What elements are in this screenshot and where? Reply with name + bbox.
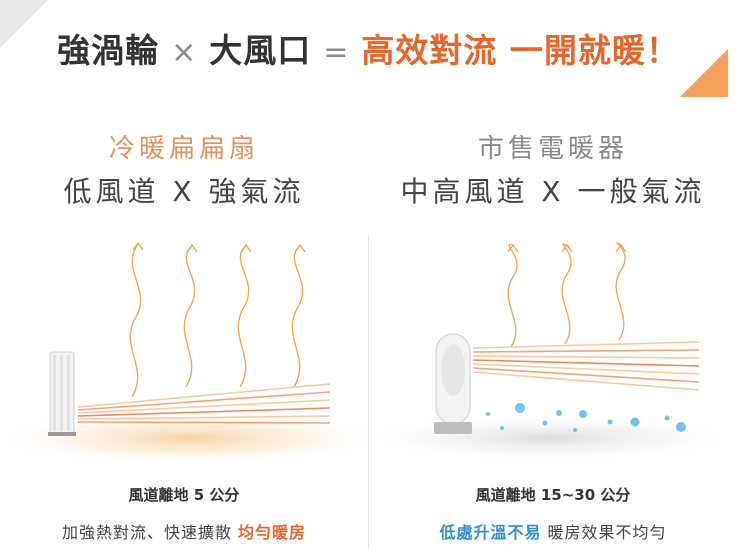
low-airflow-lines xyxy=(77,383,331,424)
flat-fan-device xyxy=(48,351,76,436)
mid-airflow-lines xyxy=(472,341,700,391)
headline-turbo: 強渦輪 xyxy=(57,31,160,70)
panel-divider xyxy=(368,235,369,550)
flat-fan-vent-height: 風道離地 5 公分 xyxy=(128,486,240,504)
headline-equals-sign: = xyxy=(323,35,350,70)
headline-times-sign: × xyxy=(171,35,198,70)
flat-fan-illustration xyxy=(0,241,368,464)
corner-decoration-orange xyxy=(680,49,728,97)
market-heater-drawback-text: 暖房效果不均勻 xyxy=(547,523,667,542)
panel-flat-fan: 冷暖扁扁扇 低風道 X 強氣流 xyxy=(0,112,368,552)
flat-fan-airflow: 低風道 X 強氣流 xyxy=(63,175,305,208)
flat-fan-benefit-highlight: 均勻暖房 xyxy=(238,523,307,542)
market-heater-illustration xyxy=(369,242,729,460)
heat-wave-arrows xyxy=(507,242,627,348)
flat-fan-benefit: 加強熱對流、快速擴散 均勻暖房 xyxy=(0,519,368,543)
cold-air-bubbles xyxy=(486,403,686,432)
market-heater-vent-height: 風道離地 15~30 公分 xyxy=(475,486,631,504)
headline: 強渦輪 × 大風口 = 高效對流 一開就暖！ xyxy=(0,24,737,72)
market-heater-airflow: 中高風道 X 一般氣流 xyxy=(400,175,706,208)
warm-floor-glow xyxy=(0,412,368,464)
cool-floor-shadow xyxy=(369,416,729,460)
flat-fan-benefit-text: 加強熱對流、快速擴散 xyxy=(61,523,232,542)
headline-large-vent: 大風口 xyxy=(209,31,312,70)
market-heater-device xyxy=(434,333,472,434)
headline-result: 高效對流 一開就暖！ xyxy=(361,31,680,70)
panel-market-heater: 市售電暖器 中高風道 X 一般氣流 xyxy=(369,112,737,552)
market-heater-drawback-highlight: 低處升溫不易 xyxy=(439,523,542,542)
heat-wave-arrows xyxy=(129,241,306,398)
market-heater-title: 市售電暖器 xyxy=(477,134,628,164)
market-heater-drawback: 低處升溫不易 暖房效果不均勻 xyxy=(369,519,737,543)
flat-fan-title: 冷暖扁扁扇 xyxy=(108,134,259,164)
corner-decoration-top-left xyxy=(0,0,48,48)
